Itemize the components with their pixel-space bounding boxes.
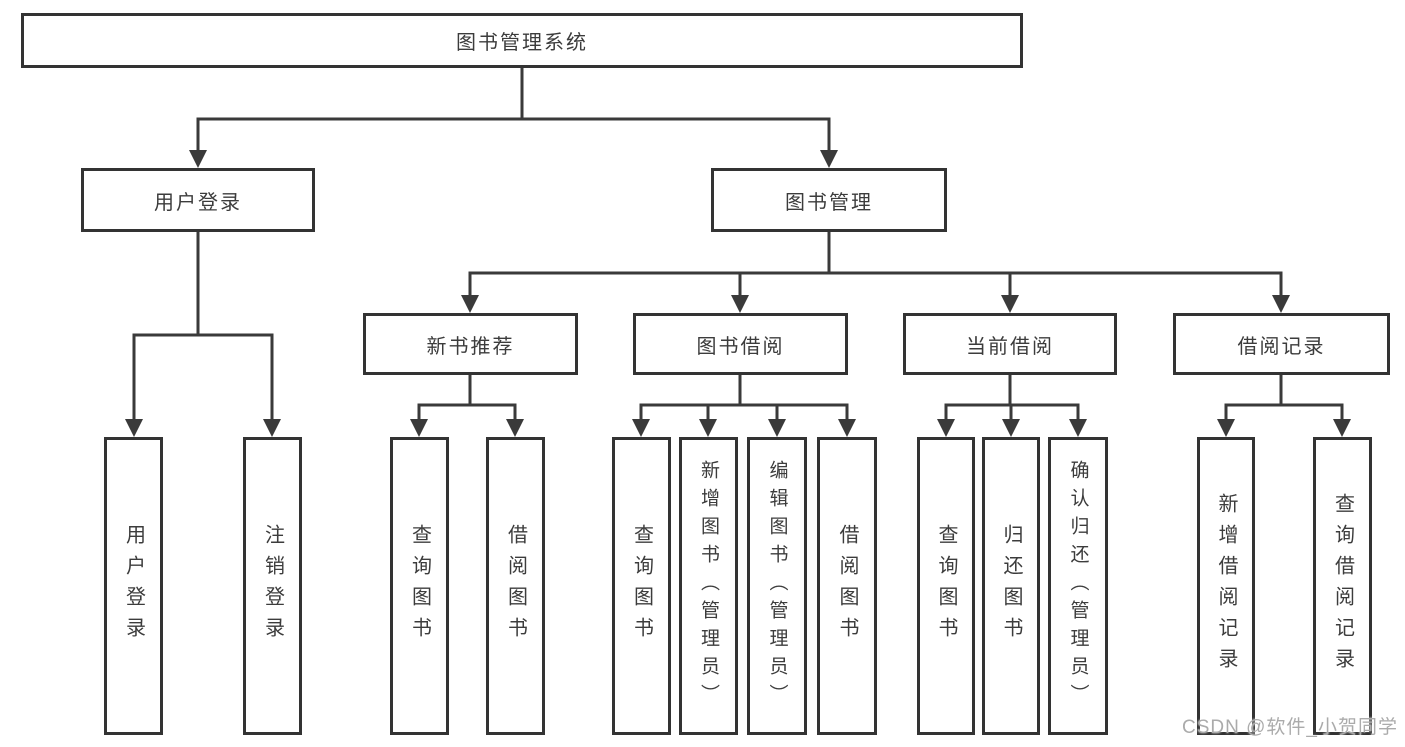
leaf-label: 归还图书 <box>1000 524 1022 648</box>
leaf-query-books: 查询图书 <box>917 437 975 735</box>
leaf-label: 查询图书 <box>935 524 957 648</box>
node-current-borrowing: 当前借阅 <box>903 313 1117 375</box>
node-user-login-branch: 用户登录 <box>81 168 315 232</box>
node-borrowing-records: 借阅记录 <box>1173 313 1390 375</box>
leaf-label: 新增借阅记录 <box>1215 493 1237 679</box>
csdn-watermark: CSDN @软件_小贺同学 <box>1182 717 1398 738</box>
leaf-query-books: 查询图书 <box>612 437 671 735</box>
leaf-label: 查询借阅记录 <box>1331 493 1354 679</box>
leaf-borrow-books: 借阅图书 <box>817 437 877 735</box>
leaf-add-borrow-record: 新增借阅记录 <box>1197 437 1255 735</box>
leaf-label: 确认归还（管理员） <box>1067 460 1089 712</box>
leaf-label: 借阅图书 <box>504 524 527 648</box>
leaf-label: 查询图书 <box>408 524 431 648</box>
leaf-query-borrow-record: 查询借阅记录 <box>1313 437 1372 735</box>
leaf-label: 用户登录 <box>122 524 145 648</box>
leaf-edit-books-admin: 编辑图书（管理员） <box>747 437 807 735</box>
leaf-confirm-return-admin: 确认归还（管理员） <box>1048 437 1108 735</box>
leaf-logout: 注销登录 <box>243 437 302 735</box>
leaf-borrow-books: 借阅图书 <box>486 437 545 735</box>
leaf-label: 注销登录 <box>261 524 284 648</box>
leaf-label: 查询图书 <box>630 524 653 648</box>
leaf-return-books: 归还图书 <box>982 437 1040 735</box>
leaf-label: 借阅图书 <box>836 524 858 648</box>
node-new-book-recommend: 新书推荐 <box>363 313 578 375</box>
leaf-label: 新增图书（管理员） <box>698 460 719 712</box>
arrowhead-icons <box>125 150 1351 437</box>
node-book-management-branch: 图书管理 <box>711 168 947 232</box>
node-book-borrowing: 图书借阅 <box>633 313 848 375</box>
node-root-system: 图书管理系统 <box>21 13 1023 68</box>
leaf-label: 编辑图书（管理员） <box>766 460 788 712</box>
leaf-user-login: 用户登录 <box>104 437 163 735</box>
leaf-add-books-admin: 新增图书（管理员） <box>679 437 738 735</box>
leaf-query-books: 查询图书 <box>390 437 449 735</box>
